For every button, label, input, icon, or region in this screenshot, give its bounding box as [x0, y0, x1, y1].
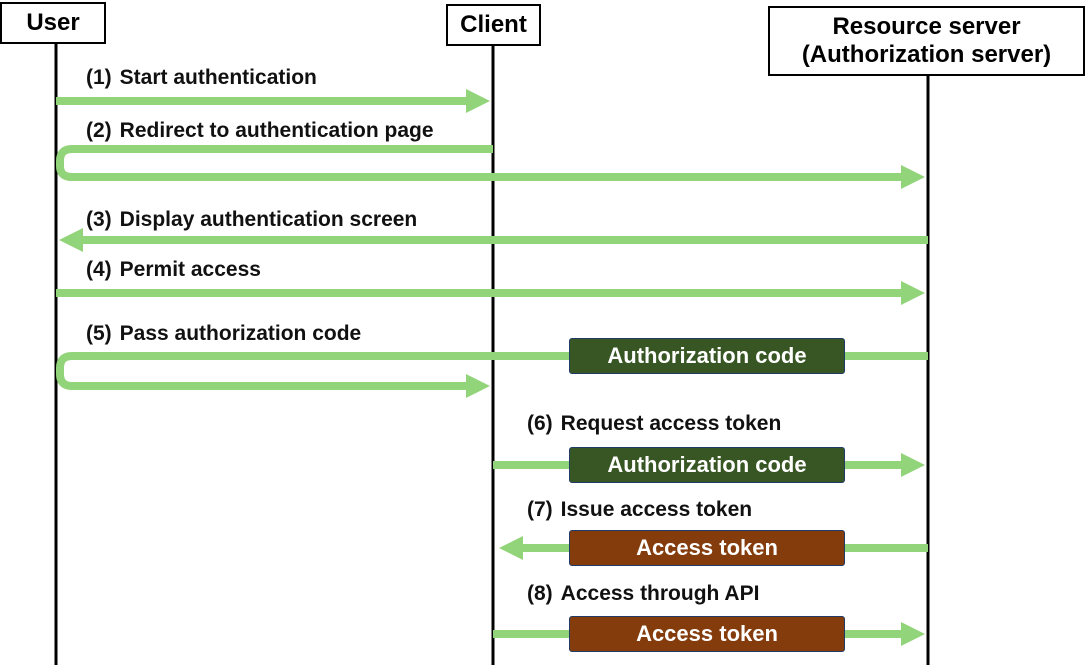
step-text: Display authentication screen: [119, 208, 418, 231]
step-text: Access through API: [560, 582, 760, 605]
step-label-6: (6) Request access token: [527, 412, 781, 436]
arrowhead-step-1: [466, 89, 490, 113]
step-text: Start authentication: [119, 66, 317, 89]
arrow-step-2: [56, 145, 905, 181]
actor-server-label-line2: (Authorization server): [801, 41, 1052, 68]
access-token-step-8: Access token: [569, 616, 845, 652]
step-label-8: (8) Access through API: [527, 582, 759, 606]
step-text: Request access token: [560, 412, 782, 435]
authorization-code-token-step-5: Authorization code: [569, 338, 845, 374]
step-label-1: (1) Start authentication: [86, 66, 317, 90]
step-text: Redirect to authentication page: [119, 119, 434, 142]
step-number: (5): [86, 322, 112, 345]
arrowhead-step-8: [901, 622, 925, 646]
actor-user-label: User: [26, 9, 80, 37]
step-number: (2): [86, 119, 112, 142]
actor-resource-server: Resource server (Authorization server): [768, 6, 1085, 76]
step-label-5: (5) Pass authorization code: [86, 322, 361, 346]
arrowhead-step-4: [901, 281, 925, 305]
step-number: (6): [527, 412, 553, 435]
step-number: (3): [86, 208, 112, 231]
step-number: (1): [86, 66, 112, 89]
step-text: Permit access: [119, 258, 261, 281]
actor-client-label: Client: [460, 11, 527, 39]
arrowhead-step-3: [59, 228, 83, 252]
step-text: Issue access token: [560, 498, 753, 521]
arrowhead-step-7: [499, 536, 523, 560]
arrowhead-step-5: [466, 374, 490, 398]
actor-client: Client: [446, 4, 541, 46]
step-label-2: (2) Redirect to authentication page: [86, 119, 434, 143]
arrow-step-5: [56, 352, 928, 390]
step-text: Pass authorization code: [119, 322, 362, 345]
arrowhead-step-2: [901, 165, 925, 189]
step-label-4: (4) Permit access: [86, 258, 261, 282]
step-number: (8): [527, 582, 553, 605]
actor-user: User: [0, 2, 106, 44]
arrowhead-step-6: [901, 453, 925, 477]
actor-server-label-line1: Resource server: [832, 13, 1021, 41]
step-number: (7): [527, 498, 553, 521]
access-token-step-7: Access token: [569, 530, 845, 566]
authorization-code-token-step-6: Authorization code: [569, 447, 845, 483]
step-label-3: (3) Display authentication screen: [86, 208, 417, 232]
step-label-7: (7) Issue access token: [527, 498, 752, 522]
step-number: (4): [86, 258, 112, 281]
